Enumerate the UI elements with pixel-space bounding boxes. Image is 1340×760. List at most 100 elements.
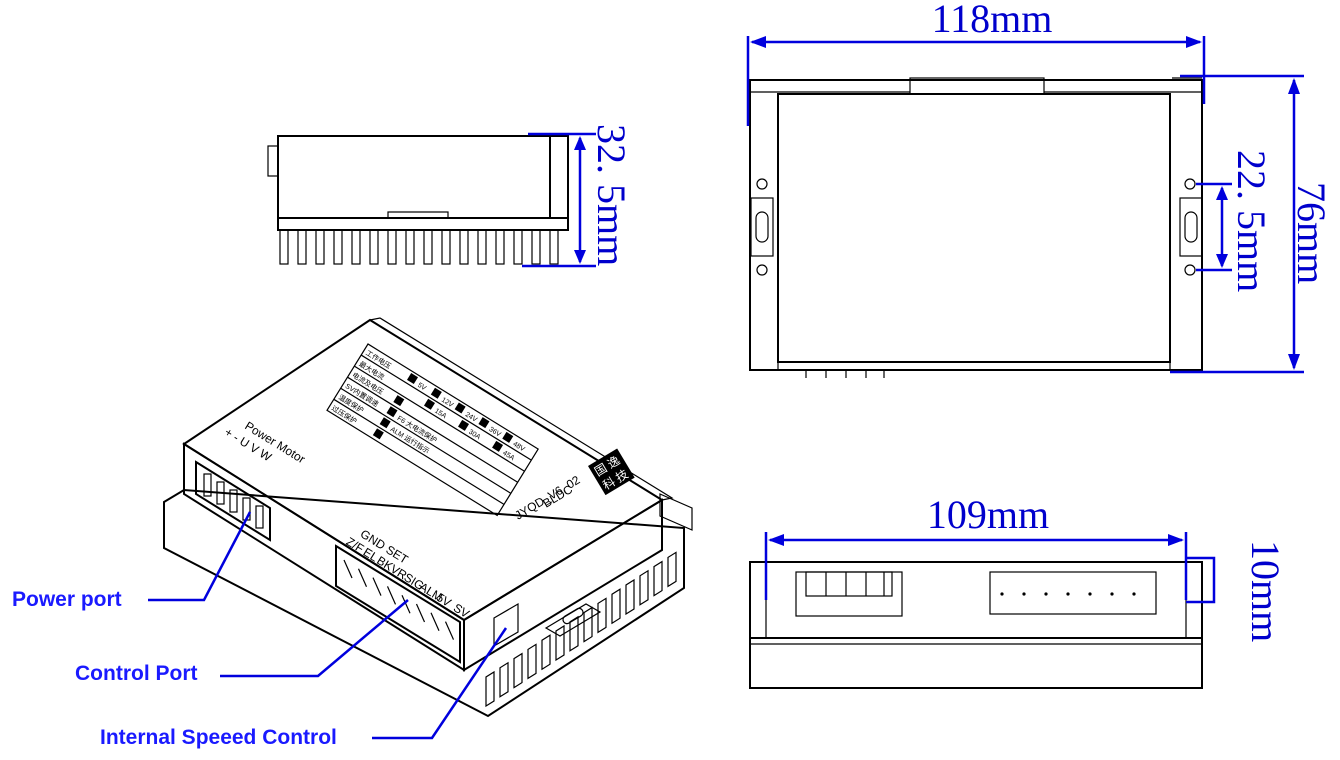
- end-flange-label: 10mm: [1243, 540, 1288, 642]
- connector-pin: [386, 586, 397, 605]
- connector-pin: [203, 473, 212, 497]
- connector-pin: [1022, 592, 1026, 596]
- top-view: [749, 77, 1203, 378]
- side-view-base: [277, 217, 569, 231]
- heatsink-fin: [611, 588, 621, 625]
- connector-pin: [1110, 592, 1114, 596]
- iso-model-label: JYQD_V6. 02: [512, 473, 582, 523]
- heatsink-fin: [333, 229, 343, 265]
- connector-pin: [1000, 592, 1004, 596]
- connector-pin: [1132, 592, 1136, 596]
- svg-text:48V: 48V: [511, 441, 526, 454]
- heatsink-fin: [555, 624, 565, 662]
- connector-pin: [401, 594, 411, 614]
- side-view-tab: [267, 145, 279, 177]
- end-flange-dimension: 10mm: [1186, 540, 1288, 642]
- connector-pin: [343, 559, 353, 579]
- connector-pin: [415, 603, 426, 623]
- top-view-cover: [777, 93, 1171, 363]
- heatsink-fin: [297, 229, 307, 265]
- heatsink-fin: [351, 229, 361, 265]
- iso-right-face: [463, 498, 663, 672]
- heatsink-fin: [549, 229, 559, 265]
- svg-text:30A: 30A: [467, 429, 482, 442]
- end-view-power-connector: [795, 571, 903, 617]
- end-view-base: [749, 637, 1203, 689]
- heatsink-fin: [639, 569, 649, 606]
- connector-pin: [1066, 592, 1070, 596]
- heatsink-fin: [531, 229, 541, 265]
- heatsink-fin: [477, 229, 487, 265]
- svg-text:24V: 24V: [464, 411, 479, 424]
- connector-pin: [216, 481, 225, 505]
- iso-logo: 国 逸 科 技: [588, 448, 635, 496]
- heatsink-fin: [441, 229, 451, 265]
- heatsink-fin: [541, 634, 551, 671]
- heatsink-fin: [653, 560, 663, 597]
- heatsink-fin: [513, 229, 523, 265]
- svg-text:45A: 45A: [501, 450, 516, 463]
- mount-hole: [756, 178, 768, 190]
- mount-slot-left: [750, 197, 774, 257]
- end-view: [749, 561, 1203, 689]
- iso-heatsink-fins: [485, 551, 677, 708]
- svg-text:5V: 5V: [416, 382, 427, 393]
- connector-pin: [357, 568, 368, 588]
- heatsink-fin: [279, 229, 289, 265]
- control-connector-pins: [1000, 592, 1136, 596]
- connector-pin: [372, 577, 382, 596]
- heatsink-fin: [369, 229, 379, 265]
- end-view-control-connector: [989, 571, 1157, 615]
- connector-pin: [1088, 592, 1092, 596]
- connector-pin: [444, 621, 455, 640]
- side-height-dimension: 32. 5mm: [522, 124, 634, 268]
- heatsink-fin: [423, 229, 433, 265]
- heatsink-fin: [499, 661, 509, 698]
- side-view-heatsink-fins: [279, 229, 559, 265]
- svg-text:15A: 15A: [433, 408, 448, 421]
- mount-hole: [1184, 264, 1196, 276]
- height-total-label: 76mm: [1289, 182, 1334, 284]
- side-view-end-cap: [549, 135, 569, 219]
- heatsink-fin: [495, 229, 505, 265]
- heatsink-fin: [569, 615, 579, 652]
- mount-slot-right: [1179, 197, 1203, 257]
- connector-pin: [255, 505, 264, 529]
- top-view-lid-lip: [909, 77, 1045, 95]
- connector-pin: [1044, 592, 1048, 596]
- svg-text:12V: 12V: [440, 397, 455, 410]
- top-view-outline: [749, 79, 1203, 371]
- callout-speed-control: Internal Speeed Control: [100, 627, 508, 749]
- side-height-label: 32. 5mm: [589, 124, 634, 266]
- top-height-dimension: 76mm: [1170, 74, 1334, 374]
- mount-spacing-label: 22. 5mm: [1229, 150, 1274, 292]
- end-view-face: [749, 561, 1203, 639]
- top-width-dimension: 118mm: [746, 0, 1206, 126]
- end-width-dimension: 109mm: [764, 492, 1188, 600]
- mount-spacing-dimension: 22. 5mm: [1196, 150, 1274, 292]
- svg-text:5V: 5V: [434, 590, 454, 610]
- width-total-label: 118mm: [932, 0, 1053, 41]
- heatsink-fin: [583, 606, 593, 643]
- callout-control-port: Control Port: [75, 599, 409, 685]
- isometric-view: 工作电压 最大电流 电流及电压 SV内置调速 温度保护 过压保护 5V 12V …: [163, 317, 693, 718]
- control-port-label: Control Port: [75, 662, 197, 685]
- callout-power-port: Power port: [12, 511, 252, 611]
- connector-pin: [229, 489, 238, 513]
- iso-power-connector: [195, 460, 271, 542]
- heatsink-fin: [513, 652, 523, 689]
- heatsink-fin: [387, 229, 397, 265]
- svg-text:36V: 36V: [488, 426, 503, 439]
- heatsink-fin: [527, 643, 537, 680]
- heatsink-fin: [485, 670, 495, 708]
- power-port-label: Power port: [12, 588, 122, 611]
- iso-speed-potentiometer: [493, 602, 519, 648]
- speed-control-label: Internal Speeed Control: [100, 726, 337, 749]
- heatsink-fin: [667, 551, 677, 588]
- heatsink-fin: [597, 597, 607, 634]
- side-view: [267, 135, 569, 265]
- svg-text:EL: EL: [361, 545, 381, 565]
- mount-hole: [1184, 178, 1196, 190]
- end-width-label: 109mm: [927, 492, 1049, 537]
